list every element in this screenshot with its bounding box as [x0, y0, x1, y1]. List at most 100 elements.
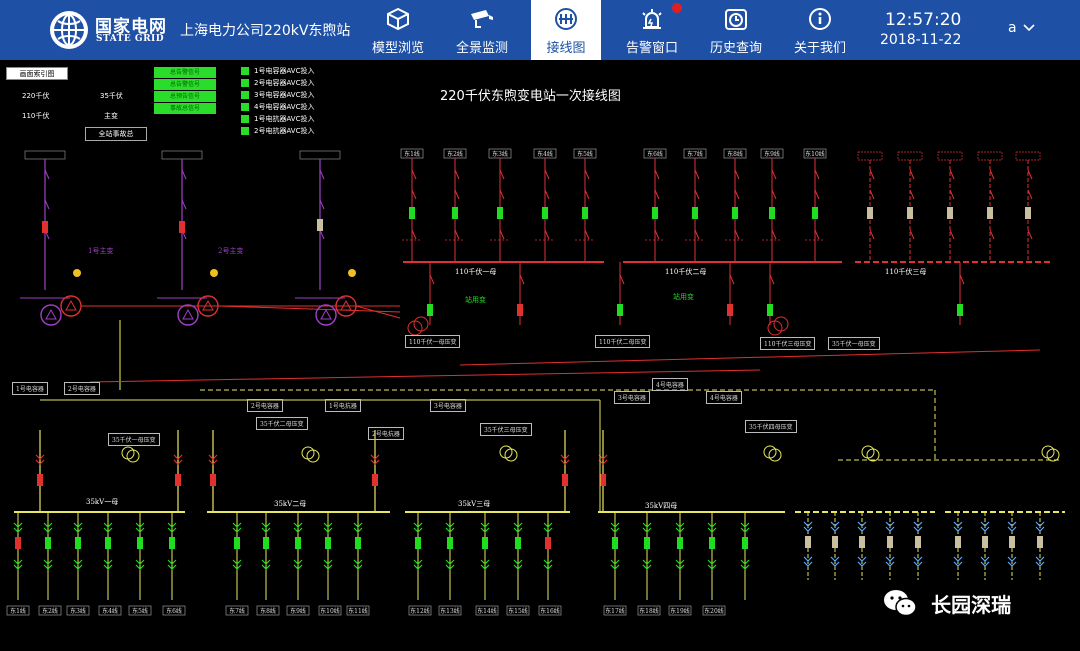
disconnect-switch — [544, 229, 550, 240]
draw-out-contact — [353, 522, 363, 533]
feeder-box — [128, 605, 152, 616]
draw-out-contact — [208, 454, 218, 465]
disconnect-switch — [584, 169, 590, 180]
avc-status[interactable]: 1号电抗器AVC投入 — [241, 114, 314, 124]
avc-status[interactable]: 2号电容器AVC投入 — [241, 78, 314, 88]
equipment-box[interactable]: 1号电容器 — [12, 382, 48, 395]
draw-out-contact — [857, 521, 867, 532]
signal-button[interactable]: 总告警信号 — [154, 79, 216, 90]
disconnect-switch — [654, 189, 660, 200]
nav-about-us[interactable]: 关于我们 — [778, 0, 862, 60]
bus-110-label: 110千伏三母 — [885, 268, 927, 276]
pt-box[interactable]: 110千伏二母压变 — [595, 335, 651, 348]
transformer-label[interactable]: 1号主变 — [88, 247, 114, 255]
equipment-box[interactable]: 2号电容器 — [247, 399, 283, 412]
legend-35kv[interactable]: 35千伏 — [100, 92, 123, 100]
nav-alarm-window[interactable]: 告警窗口 — [610, 0, 694, 60]
breaker — [562, 474, 568, 486]
feeder-label: 东14线 — [477, 607, 497, 615]
draw-out-contact — [1035, 556, 1045, 567]
signal-button[interactable]: 总告警信号 — [154, 67, 216, 78]
feeder-box — [897, 151, 923, 161]
nav-wiring-diagram[interactable]: 接线图 — [531, 0, 601, 60]
disconnect-switch — [454, 169, 460, 180]
breaker — [767, 304, 773, 316]
feeder-box — [637, 605, 661, 616]
feeder-label: 东9线 — [764, 150, 780, 158]
disconnect-switch — [499, 229, 505, 240]
screen-index-button[interactable]: 画面索引图 — [6, 67, 68, 80]
breaker — [409, 207, 415, 219]
draw-out-contact — [543, 559, 553, 570]
disconnect-switch — [181, 199, 187, 210]
pt-box[interactable]: 35千伏一母压变 — [828, 337, 880, 350]
feeder-label: 东6线 — [166, 607, 182, 615]
breaker — [732, 207, 738, 219]
nav-history-query[interactable]: 历史查询 — [694, 0, 778, 60]
draw-out-contact — [707, 522, 717, 533]
draw-out-contact — [803, 556, 813, 567]
disconnect-switch — [1027, 229, 1033, 240]
equipment-box[interactable]: 2号电容器 — [64, 382, 100, 395]
voltage-transformer — [126, 449, 140, 463]
breaker — [982, 536, 988, 548]
avc-indicator — [241, 127, 249, 135]
avc-status[interactable]: 1号电容器AVC投入 — [241, 66, 314, 76]
brand-name-en: STATE GRID — [96, 34, 165, 44]
transformer-winding — [60, 295, 82, 317]
station-alarm-button[interactable]: 全站事故总 — [85, 127, 147, 141]
breaker — [137, 537, 143, 549]
draw-out-contact — [323, 522, 333, 533]
breaker — [955, 536, 961, 548]
disconnect-switch — [44, 169, 50, 180]
pt-box[interactable]: 35千伏四母压变 — [745, 420, 797, 433]
signal-button[interactable]: 总预告信号 — [154, 91, 216, 102]
draw-out-contact — [135, 559, 145, 570]
wechat-icon — [884, 590, 917, 617]
avc-label: 2号电抗器AVC投入 — [254, 127, 315, 135]
transformer-label[interactable]: 2号主变 — [218, 247, 244, 255]
pt-box[interactable]: 35千伏一母压变 — [108, 433, 160, 446]
transformer-winding — [40, 304, 62, 326]
legend-220kv[interactable]: 220千伏 — [22, 92, 50, 100]
avc-status[interactable]: 4号电容器AVC投入 — [241, 102, 314, 112]
pt-box[interactable]: 110千伏一母压变 — [405, 335, 461, 348]
clock-date: 2018-11-22 — [880, 32, 962, 48]
feeder-label: 东4线 — [537, 150, 553, 158]
equipment-box[interactable]: 4号电容器 — [652, 378, 688, 391]
legend-110kv[interactable]: 110千伏 — [22, 112, 50, 120]
signal-button[interactable]: 事故总信号 — [154, 103, 216, 114]
disconnect-switch — [694, 169, 700, 180]
feeder-box — [162, 605, 186, 616]
equipment-box[interactable]: 3号电容器 — [614, 391, 650, 404]
equipment-box[interactable]: 2号电抗器 — [368, 427, 404, 440]
legend-main-transformer[interactable]: 主变 — [104, 112, 118, 120]
draw-out-contact — [980, 521, 990, 532]
pt-box[interactable]: 35千伏三母压变 — [480, 423, 532, 436]
equipment-box[interactable]: 3号电容器 — [430, 399, 466, 412]
wire — [355, 305, 401, 319]
draw-out-contact — [173, 454, 183, 465]
nav-model-browse[interactable]: 模型浏览 — [356, 0, 440, 60]
draw-out-contact — [913, 556, 923, 567]
draw-out-contact — [293, 522, 303, 533]
equipment-box[interactable]: 1号电抗器 — [325, 399, 361, 412]
single-line-diagram: 东1线东2线东3线东4线东5线东6线东7线东8线东9线东10线东1线东2线东3线… — [0, 60, 1080, 651]
draw-out-contact — [885, 521, 895, 532]
breaker — [859, 536, 865, 548]
alarm-light-icon — [642, 9, 662, 29]
avc-status[interactable]: 3号电容器AVC投入 — [241, 90, 314, 100]
nav-panorama-monitor[interactable]: 全景监测 — [440, 0, 524, 60]
avc-status[interactable]: 2号电抗器AVC投入 — [241, 126, 314, 136]
equipment-box[interactable]: 4号电容器 — [706, 391, 742, 404]
user-menu[interactable]: a — [1008, 20, 1035, 36]
breaker — [517, 304, 523, 316]
draw-out-contact — [830, 521, 840, 532]
draw-out-contact — [135, 522, 145, 533]
camera-icon — [471, 10, 493, 28]
pt-box[interactable]: 35千伏二母压变 — [256, 417, 308, 430]
feeder-label: 东6线 — [647, 150, 663, 158]
pt-box[interactable]: 110千伏三母压变 — [760, 337, 816, 350]
feeder-box — [937, 151, 963, 161]
disconnect-switch — [454, 189, 460, 200]
